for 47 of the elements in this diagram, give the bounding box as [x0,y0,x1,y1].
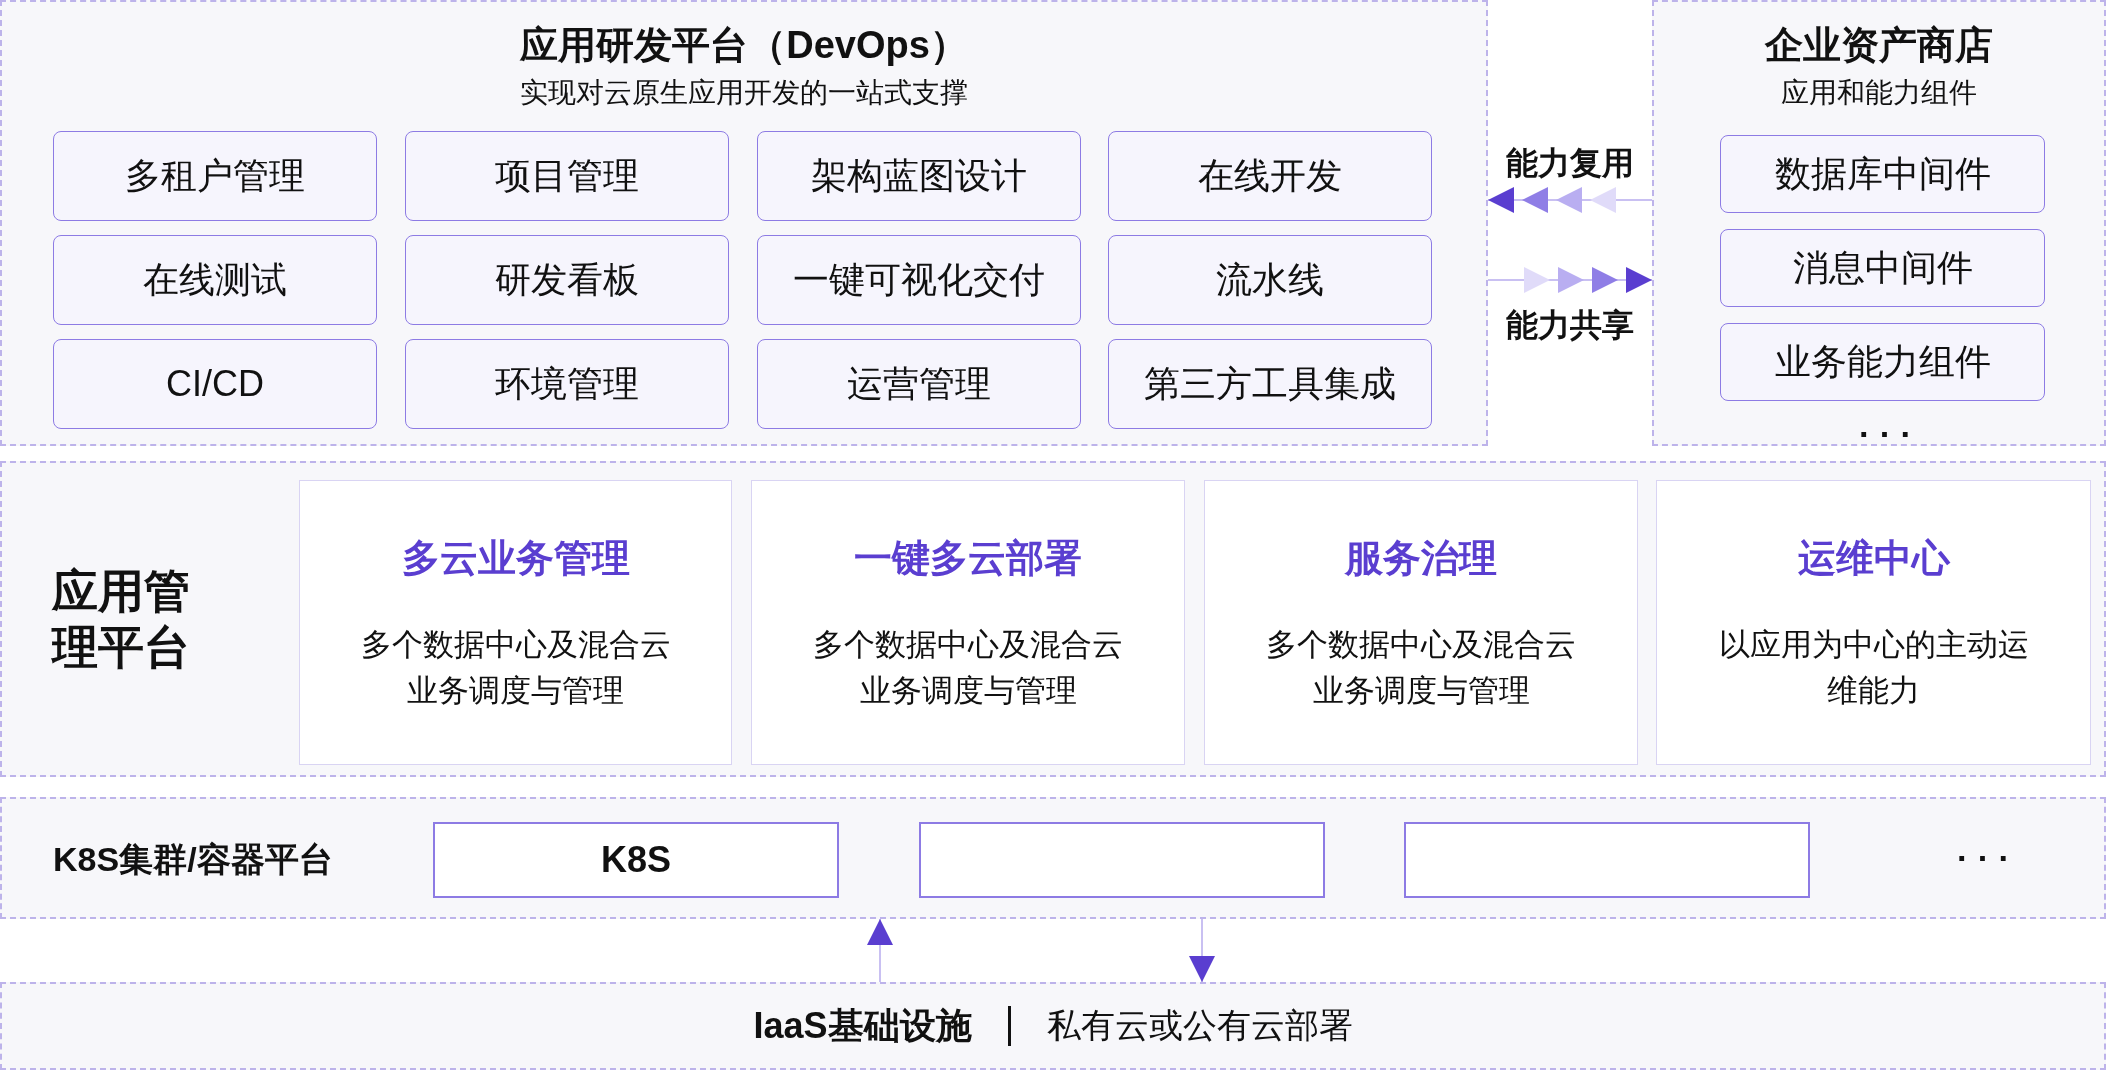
card-title: 一键多云部署 [854,536,1082,581]
platform-panel [0,0,1488,446]
card-title: 运维中心 [1797,536,1950,581]
edge-label: 能力复用 [1505,144,1635,183]
feature-box: 流水线 [1108,235,1432,325]
feature-box: 一键可视化交付 [757,235,1081,325]
card-description: 以应用为中心的主动运维能力 [1717,626,2030,710]
layer-title: IaaS基础设施 [753,1003,972,1048]
feature-box: 项目管理 [405,131,729,221]
feature-box: 运营管理 [757,339,1081,429]
layer-band [0,982,2106,1070]
feature-card [1204,480,1638,765]
layer-title: K8S集群/容器平台 [53,839,333,880]
feature-card [751,480,1185,765]
layer-title: 应用管理平台 [52,564,191,675]
feature-card [1656,480,2091,765]
panel-title: 应用研发平台（DevOps） [519,23,969,68]
feature-box: 业务能力组件 [1720,323,2045,401]
ellipsis-text: · · · [1859,415,1912,454]
card-title: 服务治理 [1345,536,1497,581]
feature-box: 研发看板 [405,235,729,325]
ellipsis-text: · · · [1957,839,2010,878]
platform-box: K8S [433,822,839,898]
feature-box: 第三方工具集成 [1108,339,1432,429]
feature-box: 架构蓝图设计 [757,131,1081,221]
card-description: 多个数据中心及混合云业务调度与管理 [359,626,672,710]
feature-box: 多租户管理 [53,131,377,221]
feature-box: CI/CD [53,339,377,429]
layer-subtitle: 私有云或公有云部署 [1046,1005,1353,1046]
empty-box [919,822,1325,898]
feature-box: 环境管理 [405,339,729,429]
feature-box: 消息中间件 [1720,229,2045,307]
panel-title: 企业资产商店 [1764,23,1994,68]
platform-panel [1652,0,2106,446]
feature-box: 数据库中间件 [1720,135,2045,213]
panel-subtitle: 应用和能力组件 [1780,76,1978,110]
feature-box: 在线开发 [1108,131,1432,221]
feature-box: 在线测试 [53,235,377,325]
card-title: 多云业务管理 [401,536,630,581]
card-description: 多个数据中心及混合云业务调度与管理 [1265,626,1577,710]
feature-card [299,480,732,765]
card-description: 多个数据中心及混合云业务调度与管理 [812,626,1124,710]
panel-subtitle: 实现对云原生应用开发的一站式支撑 [519,76,969,110]
layer-band [0,797,2106,919]
empty-box [1404,822,1810,898]
layer-band [0,461,2106,777]
edge-label: 能力共享 [1505,306,1635,345]
